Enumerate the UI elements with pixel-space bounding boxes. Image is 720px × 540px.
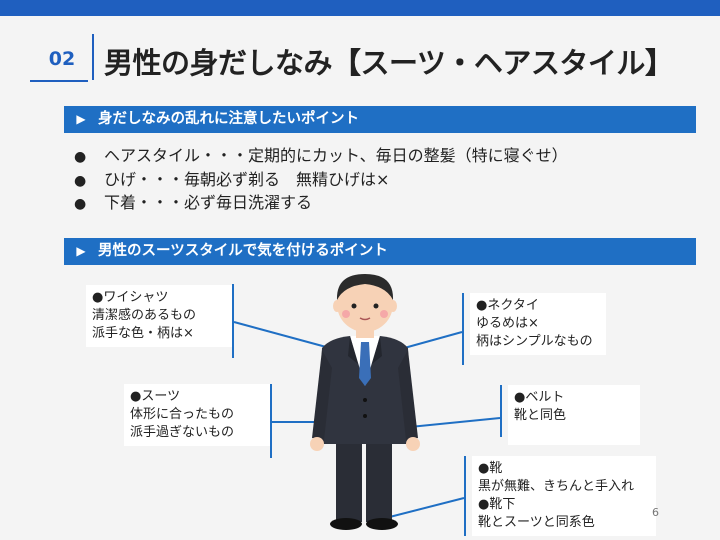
list-item: ●ひげ・・・毎朝必ず剃る 無精ひげは× [74, 168, 568, 192]
section-header-grooming: ▶ 身だしなみの乱れに注意したいポイント [64, 106, 696, 133]
leader-bar-suit [270, 384, 272, 458]
bullet-icon: ● [74, 196, 87, 212]
callout-shoes: ●靴 黒が無難、きちんと手入れ ●靴下 靴とスーツと同系色 [472, 456, 656, 536]
section-heading: 男性のスーツスタイルで気を付けるポイント [98, 243, 388, 259]
callout-suit: ●スーツ 体形に合ったもの 派手過ぎないもの [124, 384, 272, 446]
callout-shirt: ●ワイシャツ 清潔感のあるもの 派手な色・柄は× [86, 285, 234, 347]
bullet-icon: ● [74, 172, 87, 189]
title-divider [92, 34, 94, 80]
slide-title: 男性の身だしなみ【スーツ・ヘアスタイル】 [104, 46, 674, 80]
leader-bar-tie [462, 293, 464, 365]
slide-number: 02 [48, 48, 76, 70]
list-item: ●ヘアスタイル・・・定期的にカット、毎日の整髪（特に寝ぐせ） [74, 144, 568, 168]
section-heading: 身だしなみの乱れに注意したいポイント [98, 111, 359, 127]
leader-bar-belt [500, 385, 502, 437]
bullet-icon: ● [74, 149, 87, 165]
callout-belt: ●ベルト 靴と同色 [508, 385, 640, 445]
leader-bar-shoes [464, 456, 466, 536]
top-accent-bar [0, 0, 720, 16]
list-item: ●下着・・・必ず毎日洗濯する [74, 191, 568, 215]
slide-number-underline [30, 80, 88, 82]
page-number: 6 [652, 506, 659, 519]
callout-tie: ●ネクタイ ゆるめは× 柄はシンプルなもの [470, 293, 606, 355]
leader-bar-shirt [232, 284, 234, 358]
play-arrow-icon: ▶ [76, 244, 86, 258]
grooming-bullet-list: ●ヘアスタイル・・・定期的にカット、毎日の整髪（特に寝ぐせ） ●ひげ・・・毎朝必… [74, 144, 568, 215]
businessman-illustration [310, 274, 420, 530]
play-arrow-icon: ▶ [76, 112, 86, 126]
section-header-suit: ▶ 男性のスーツスタイルで気を付けるポイント [64, 238, 696, 265]
